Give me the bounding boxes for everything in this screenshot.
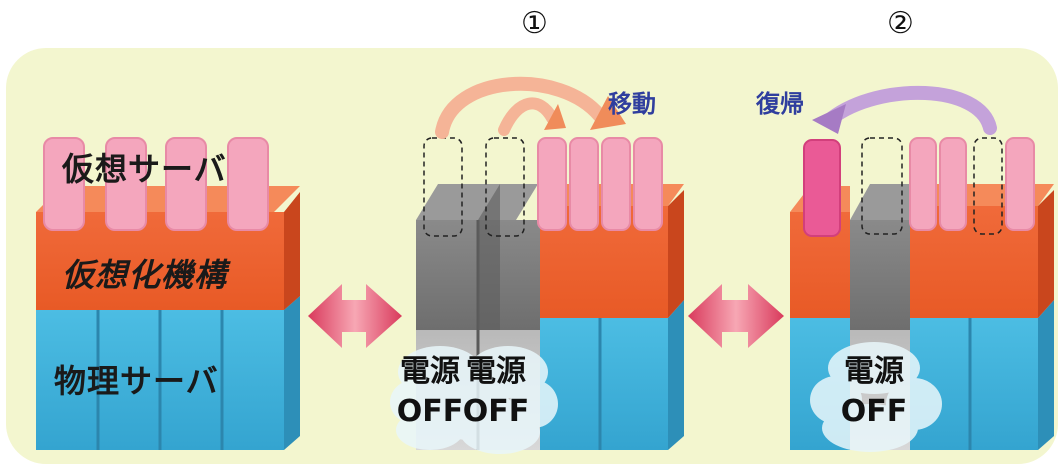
group-step2 [790, 85, 1054, 452]
physical-server-stack-mid [538, 300, 684, 450]
swap-arrow-2 [688, 284, 784, 348]
step-1-label: ① [521, 6, 548, 41]
restore-arrow [812, 85, 997, 135]
step-2-label: ② [887, 6, 914, 41]
vacated-slots-right [861, 137, 1003, 235]
restore-label: 復帰 [756, 90, 804, 118]
virtualization-layer-label: 仮想化機構 [62, 256, 228, 294]
power-off-line1: 電源 [844, 354, 904, 389]
group-step1 [390, 76, 684, 454]
power-off-label-1: 電源 OFF [392, 352, 468, 432]
power-off-line2: OFF [462, 394, 530, 429]
swap-arrow-1 [308, 284, 402, 348]
migrate-label: 移動 [608, 90, 656, 118]
virtual-servers-left [43, 137, 269, 231]
group-normal [36, 137, 300, 450]
power-off-cloud-right [810, 342, 942, 452]
power-off-label-3: 電源 OFF [836, 352, 912, 432]
virtual-servers-right [803, 137, 1035, 237]
physical-server-label: 物理サーバ [54, 362, 219, 400]
power-off-cloud-mid [390, 346, 558, 454]
virtual-server-label: 仮想サーバ [62, 150, 227, 188]
power-off-line1: 電源 [466, 354, 526, 389]
power-off-line2: OFF [396, 394, 464, 429]
virtual-servers-mid [537, 137, 663, 231]
power-off-label-2: 電源 OFF [458, 352, 534, 432]
migrate-arrows [435, 76, 626, 139]
power-off-line2: OFF [840, 394, 908, 429]
power-off-line1: 電源 [400, 354, 460, 389]
